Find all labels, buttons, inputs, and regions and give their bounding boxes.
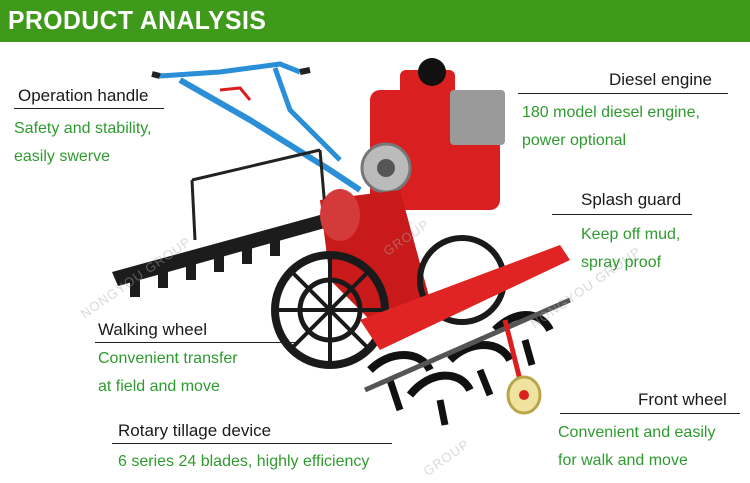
callout-label-diesel-engine: Diesel engine [609, 70, 713, 89]
callout-label-operation-handle: Operation handle [18, 86, 149, 105]
mini-tiller-image [112, 58, 572, 426]
rotary-tiller-graphic [363, 297, 572, 426]
callout-desc-walking-wheel-1: Convenient transfer [98, 350, 238, 367]
callout-line [552, 214, 692, 215]
callout-desc-operation-handle-2: easily swerve [14, 148, 111, 165]
callout-desc-diesel-engine-1: 180 model diesel engine, [522, 104, 700, 121]
callout-desc-splash-guard-2: spray proof [581, 254, 662, 271]
callout-desc-front-wheel-2: for walk and move [558, 452, 688, 469]
callout-desc-splash-guard-1: Keep off mud, [581, 226, 681, 243]
callout-line [518, 93, 728, 94]
walking-wheel-graphic [271, 251, 389, 369]
operation-handle-graphic [151, 61, 362, 193]
callout-label-rotary-tillage: Rotary tillage device [118, 421, 272, 440]
rear-hitch-bar [112, 215, 325, 297]
callout-line [112, 443, 392, 444]
callout-desc-diesel-engine-2: power optional [522, 132, 627, 149]
callout-line [14, 108, 164, 109]
callout-desc-walking-wheel-2: at field and move [98, 378, 220, 395]
callout-line [560, 413, 740, 414]
callout-label-splash-guard: Splash guard [581, 190, 682, 209]
callout-line [95, 342, 295, 343]
header-banner: PRODUCT ANALYSIS [0, 0, 750, 42]
page-title: PRODUCT ANALYSIS [8, 5, 267, 35]
diesel-engine-graphic [360, 58, 505, 210]
callout-label-front-wheel: Front wheel [638, 390, 727, 409]
callout-desc-rotary-tillage-1: 6 series 24 blades, highly efficiency [118, 453, 370, 470]
splash-guard-graphic [360, 245, 570, 350]
callout-desc-operation-handle-1: Safety and stability, [14, 120, 152, 137]
callout-desc-front-wheel-1: Convenient and easily [558, 424, 716, 441]
front-wheel-graphic [502, 319, 542, 415]
callout-label-walking-wheel: Walking wheel [98, 320, 207, 339]
